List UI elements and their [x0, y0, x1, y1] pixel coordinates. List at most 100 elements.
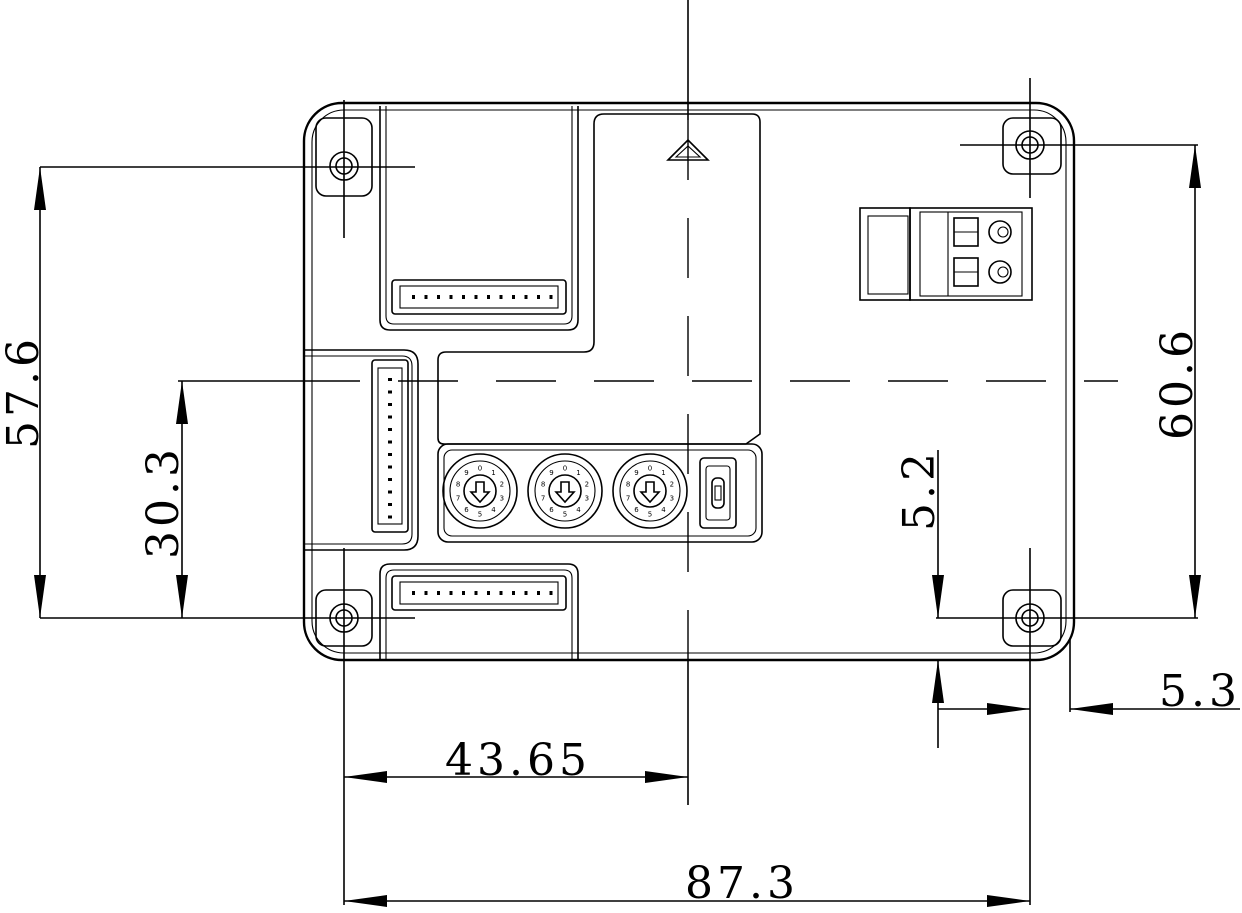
- connector-pin: [462, 295, 465, 299]
- top-connector-housing: [379, 106, 579, 331]
- dial-digit: 6: [549, 506, 554, 514]
- screw-icon: [988, 260, 1012, 284]
- connector-pin: [388, 465, 392, 469]
- connector-pin: [487, 295, 490, 299]
- arrow-down-icon: [639, 481, 661, 504]
- left-side-connector: [304, 349, 419, 551]
- dial-digit: 9: [464, 469, 468, 477]
- dial-digit: 6: [634, 506, 639, 514]
- screw-icon: [988, 220, 1012, 244]
- rotary-dial-1: 0 12 34 5 67 89: [442, 453, 518, 529]
- label-5-3: 5.3: [1159, 666, 1241, 717]
- dial-digit: 8: [626, 480, 630, 488]
- dial-digit: 1: [576, 469, 580, 477]
- connector-pin: [388, 503, 392, 506]
- connector-pin: [549, 591, 553, 595]
- terminal-block: [859, 207, 1033, 301]
- connector-pin: [512, 591, 515, 595]
- connector-pin: [388, 515, 392, 519]
- dial-digit: 5: [648, 511, 652, 519]
- connector-pin: [412, 295, 415, 299]
- dial-digit: 3: [670, 495, 674, 503]
- arrow-down-icon: [554, 481, 576, 504]
- connector-pin: [474, 295, 478, 299]
- dimension-width-total: 87.3: [344, 858, 1030, 909]
- dial-digit: 1: [491, 469, 495, 477]
- connector-pin: [388, 390, 392, 394]
- connector-pin: [537, 295, 540, 299]
- connector-pin: [537, 591, 540, 595]
- dial-digit: 8: [456, 480, 460, 488]
- bottom-connector-housing: [379, 563, 579, 660]
- dial-digit: 7: [626, 495, 630, 503]
- dial-digit: 3: [500, 495, 504, 503]
- dial-digit: 4: [661, 506, 666, 514]
- dial-digit: 0: [563, 465, 567, 473]
- connector-pin: [474, 591, 478, 595]
- connector-pin: [388, 428, 392, 431]
- dimension-height-mid: 30.3: [138, 381, 189, 618]
- dial-digit: 1: [661, 469, 665, 477]
- dial-digit: 7: [456, 495, 460, 503]
- dimension-offset-horizontal: 5.3: [938, 666, 1241, 717]
- connector-pin: [388, 440, 392, 444]
- label-57-6: 57.6: [0, 335, 49, 449]
- dimension-height-total: 57.6: [0, 167, 49, 618]
- dial-digit: 0: [648, 465, 652, 473]
- label-30-3: 30.3: [138, 445, 189, 559]
- connector-pin: [524, 295, 528, 299]
- connector-pin: [388, 403, 392, 406]
- connector-pin: [499, 591, 503, 595]
- dial-digit: 9: [549, 469, 553, 477]
- connector-pin: [449, 295, 453, 299]
- connector-pin: [499, 295, 503, 299]
- connector-pin: [388, 490, 392, 494]
- dial-digit: 3: [585, 495, 589, 503]
- connector-pin: [512, 295, 515, 299]
- dimension-width-half: 43.65: [344, 735, 688, 786]
- connector-pin: [437, 295, 440, 299]
- dial-digit: 8: [541, 480, 545, 488]
- dial-digit: 6: [464, 506, 469, 514]
- connector-pin: [388, 415, 392, 419]
- center-cover: [437, 113, 761, 445]
- dial-digit: 9: [634, 469, 638, 477]
- connector-pin: [487, 591, 490, 595]
- label-60-6: 60.6: [1152, 326, 1203, 440]
- label-87-3: 87.3: [685, 858, 799, 909]
- dial-digit: 2: [670, 480, 674, 488]
- rotary-dial-3: 0 12 34 5 67 89: [612, 453, 688, 529]
- arrow-down-icon: [469, 481, 491, 504]
- dimension-offset-vertical: 5.2: [894, 449, 945, 748]
- dial-digit: 5: [478, 511, 482, 519]
- connector-pin: [388, 453, 392, 456]
- connector-pin: [524, 591, 528, 595]
- top-connector-pins: [412, 295, 553, 299]
- dial-digit: 2: [585, 480, 589, 488]
- connector-pin: [462, 591, 465, 595]
- label-43-65: 43.65: [445, 735, 591, 786]
- connector-pin: [449, 591, 453, 595]
- connector-pin: [424, 295, 428, 299]
- dial-digit: 0: [478, 465, 482, 473]
- slide-switch: [699, 457, 737, 529]
- dial-digit: 4: [491, 506, 496, 514]
- connector-pin: [424, 591, 428, 595]
- extension-lines: [40, 78, 1198, 905]
- dial-digit: 5: [563, 511, 567, 519]
- label-5-2: 5.2: [894, 449, 945, 531]
- connector-pin: [437, 591, 440, 595]
- connector-pin: [412, 591, 415, 595]
- connector-pin: [388, 378, 392, 381]
- left-connector-pins: [388, 378, 392, 519]
- dial-digit: 2: [500, 480, 504, 488]
- connector-pin: [388, 478, 392, 481]
- bottom-connector-pins: [412, 591, 553, 595]
- dial-digit: 7: [541, 495, 545, 503]
- connector-pin: [549, 295, 553, 299]
- center-lines: [178, 0, 1118, 805]
- dimension-height-right: 60.6: [1152, 145, 1203, 618]
